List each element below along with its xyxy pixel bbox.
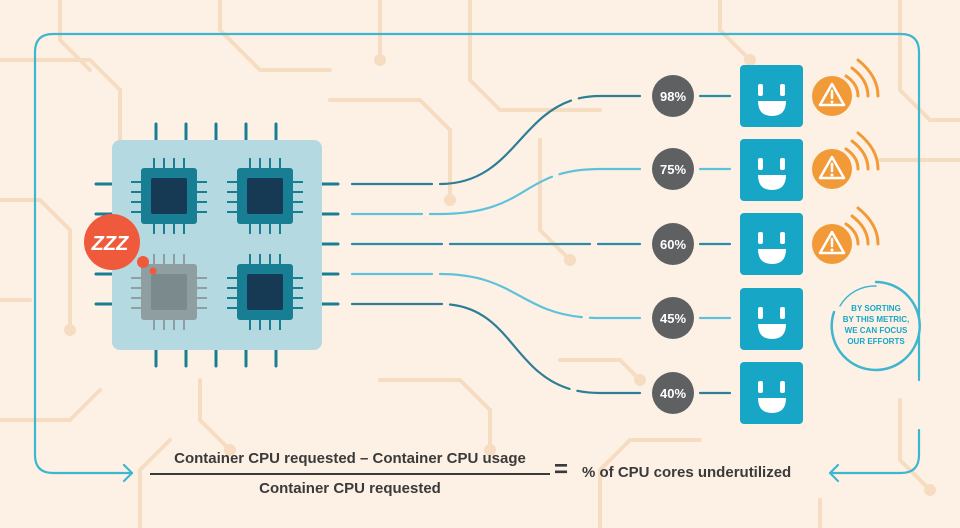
smiley-face-icon: [740, 288, 803, 350]
smiley-face-icon: [740, 213, 803, 275]
pct-row-3: 60%: [652, 223, 694, 265]
badge-line-2: BY THIS METRIC,: [843, 315, 910, 324]
badge-line-3: WE CAN FOCUS: [845, 326, 908, 335]
wire-row-4: [350, 272, 642, 320]
pct-row-1: 98%: [652, 75, 694, 117]
wire-row-1: [350, 94, 642, 186]
smiley-face-icon: [740, 362, 803, 424]
pct-label: 40%: [660, 386, 686, 401]
pct-row-2: 75%: [652, 148, 694, 190]
smiley-face-icon: [740, 139, 803, 201]
chip-top-right: [227, 158, 303, 234]
warning-icon: [812, 206, 880, 264]
connector-wires: [350, 94, 732, 395]
pct-label: 60%: [660, 237, 686, 252]
chip-bottom-right: [227, 254, 303, 330]
pct-row-5: 40%: [652, 372, 694, 414]
wire-row-2: [350, 167, 642, 216]
badge-line-4: OUR EFFORTS: [847, 337, 905, 346]
zzz-label: ZZZ: [91, 233, 129, 255]
equals-sign: =: [554, 456, 569, 483]
badge-line-1: BY SORTING: [851, 304, 901, 313]
chip-idle: [131, 254, 207, 330]
formula-denominator: Container CPU requested: [259, 480, 441, 497]
frame-border: [33, 32, 921, 483]
focus-badge: BY SORTING BY THIS METRIC, WE CAN FOCUS …: [830, 280, 921, 372]
zzz-sleep-icon: ZZZ: [84, 214, 157, 275]
cpu-board: [94, 122, 340, 368]
warning-icon: [812, 131, 880, 189]
formula-numerator: Container CPU requested – Container CPU …: [174, 450, 526, 467]
pct-label: 45%: [660, 311, 686, 326]
pct-row-4: 45%: [652, 297, 694, 339]
fraction-bar: [150, 473, 550, 475]
chip-top-left: [131, 158, 207, 234]
formula-result: % of CPU cores underutilized: [582, 464, 792, 481]
wire-row-5: [350, 302, 642, 395]
warning-icon: [812, 58, 880, 116]
pct-label: 98%: [660, 89, 686, 104]
utilization-formula: Container CPU requested – Container CPU …: [150, 446, 850, 506]
smiley-face-icon: [740, 65, 803, 127]
pct-label: 75%: [660, 162, 686, 177]
board-pins: [94, 122, 340, 368]
